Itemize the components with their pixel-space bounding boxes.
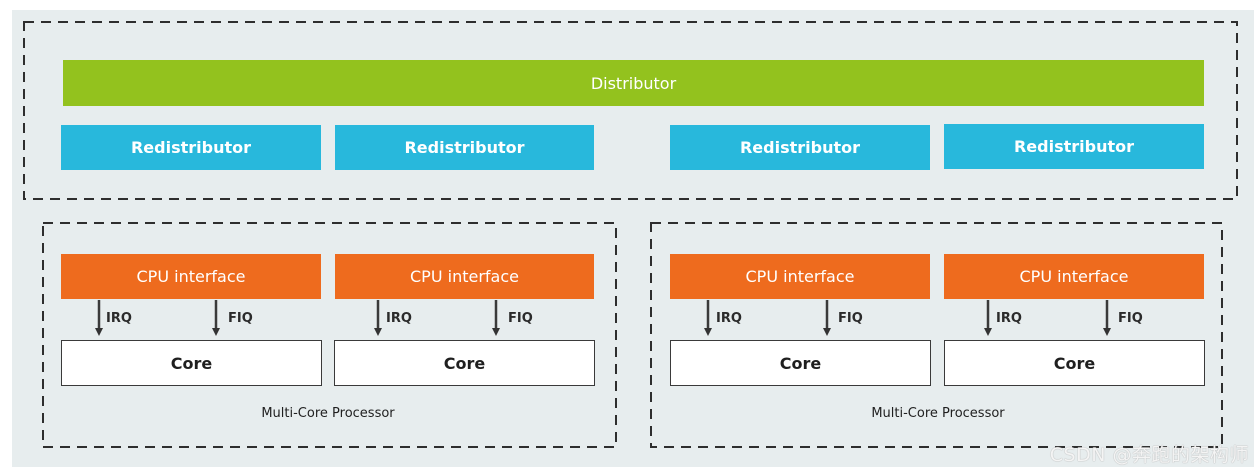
core-label: Core (170, 353, 213, 373)
distributor-label: Distributor (590, 73, 677, 93)
core-label: Core (1053, 353, 1096, 373)
processor-boundary-left (42, 222, 617, 448)
processor-boundary-right (650, 222, 1223, 448)
irq-label: IRQ (996, 311, 1022, 326)
processor-label: Multi-Core Processor (871, 406, 1005, 421)
cpu-interface-label: CPU interface (410, 267, 519, 286)
redistributor-block: Redistributor (61, 125, 321, 170)
fiq-label: FIQ (1118, 311, 1143, 326)
redistributor-label: Redistributor (404, 138, 525, 157)
cpu-interface-block: CPU interface (335, 254, 594, 299)
cpu-interface-label: CPU interface (136, 267, 246, 286)
redistributor-block: Redistributor (944, 124, 1204, 169)
cpu-interface-block: CPU interface (944, 254, 1204, 299)
cpu-interface-block: CPU interface (670, 254, 930, 299)
processor-label: Multi-Core Processor (261, 406, 395, 421)
distributor-block: Distributor (63, 60, 1204, 106)
cpu-interface-label: CPU interface (745, 267, 855, 286)
fiq-label: FIQ (228, 311, 253, 326)
irq-label: IRQ (106, 311, 132, 326)
redistributor-block: Redistributor (670, 125, 930, 170)
cpu-interface-block: CPU interface (61, 254, 321, 299)
watermark: CSDN @奔跑的架构师 (1049, 444, 1249, 466)
irq-label: IRQ (716, 311, 742, 326)
core-block: Core (334, 340, 595, 386)
core-block: Core (670, 340, 931, 386)
irq-label: IRQ (386, 311, 412, 326)
core-block: Core (944, 340, 1205, 386)
fiq-label: FIQ (838, 311, 863, 326)
redistributor-label: Redistributor (1013, 137, 1135, 156)
gic-boundary (23, 21, 1238, 200)
core-block: Core (61, 340, 322, 386)
core-label: Core (779, 353, 822, 373)
redistributor-block: Redistributor (335, 125, 594, 170)
signal-arrows (95, 300, 1111, 336)
redistributor-label: Redistributor (130, 138, 252, 157)
cpu-interface-label: CPU interface (1019, 267, 1129, 286)
fiq-label: FIQ (508, 311, 533, 326)
redistributor-label: Redistributor (739, 138, 861, 157)
core-label: Core (443, 353, 486, 373)
